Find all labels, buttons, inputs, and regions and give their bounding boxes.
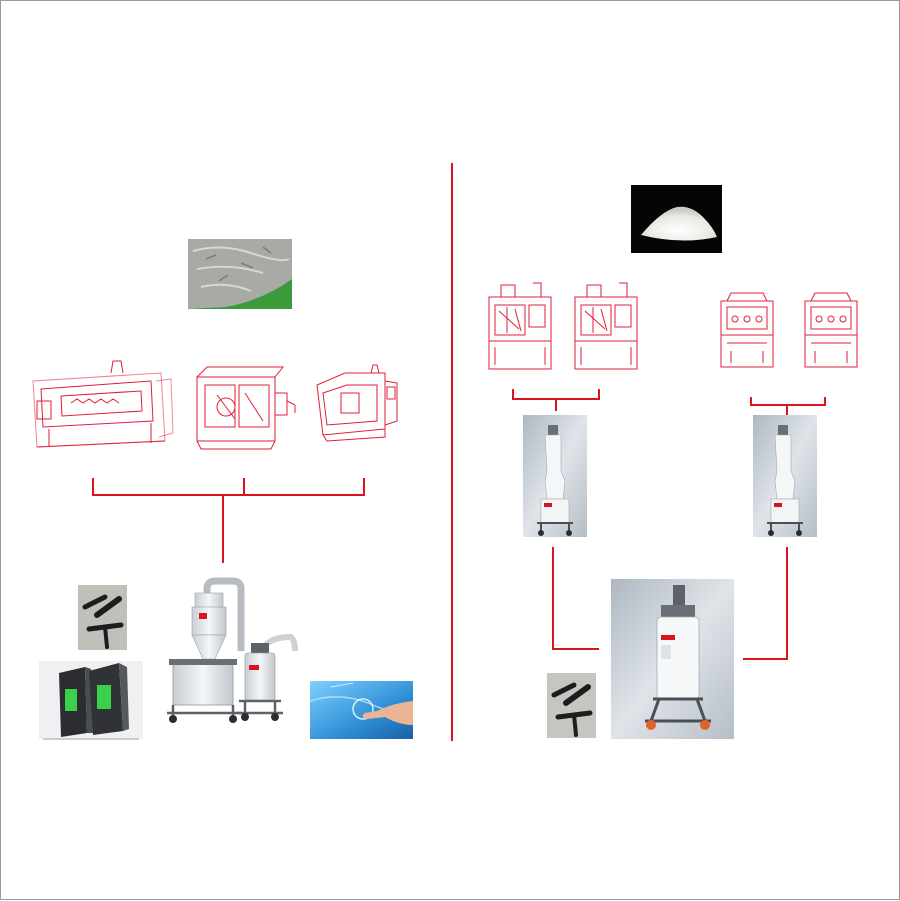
tablet-press-line-drawing-icon (804, 292, 858, 368)
tablet-press-line-drawing-icon (720, 292, 774, 368)
capsule-filler-line-drawing-icon (574, 282, 638, 370)
right-feed-lines (552, 547, 788, 660)
cnc-machine-line-drawing-icon (316, 364, 398, 442)
right-connector-brackets (512, 389, 826, 415)
touch-screen-control-photo-icon (309, 681, 414, 739)
right-section (488, 185, 858, 739)
capsule-filler-line-drawing-icon (488, 282, 552, 370)
machining-center-line-drawing-icon (196, 366, 296, 450)
hose-accessories-photo-icon (78, 585, 127, 650)
industrial-vacuum-photo-icon (611, 579, 734, 739)
metal-chips-photo-icon (188, 239, 292, 309)
left-section (32, 239, 414, 740)
left-connector-lines (92, 478, 365, 563)
cyclone-separator-photo-icon (523, 415, 587, 537)
hose-accessories-photo-icon (547, 673, 596, 738)
control-cabinets-photo-icon (39, 661, 143, 740)
white-powder-photo-icon (631, 185, 722, 253)
cyclone-separator-photo-icon (753, 415, 817, 537)
cnc-lathe-line-drawing-icon (32, 360, 174, 448)
centralized-vacuum-system-photo-icon (167, 577, 298, 723)
